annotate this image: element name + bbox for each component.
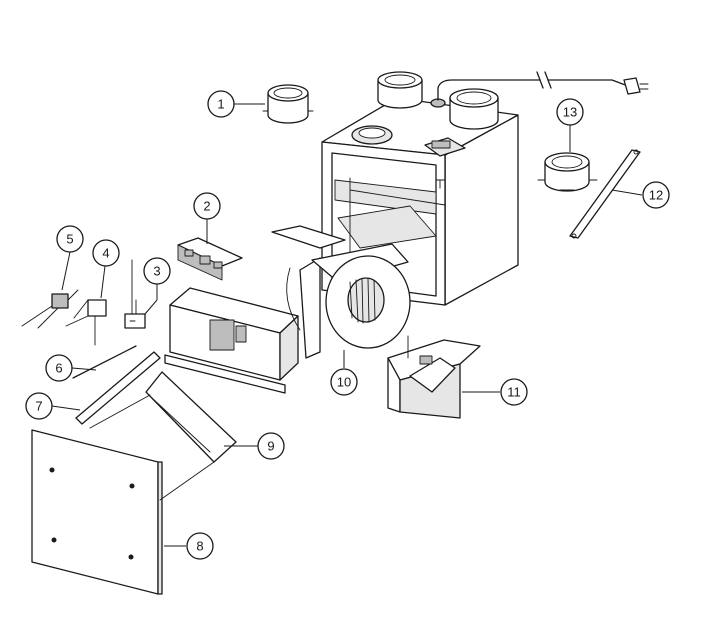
callout-6: 6 [45,354,73,382]
core-support-part-9 [89,371,237,501]
callout-11-label: 11 [507,385,521,400]
blower-part-10 [271,225,411,359]
filter-part-7 [75,351,161,425]
access-door-part-8 [31,429,163,595]
damper-assembly-part-11 [387,335,481,419]
damper-collar-part-13 [537,152,598,192]
callout-1: 1 [207,90,235,118]
callout-5: 5 [56,225,84,253]
callout-10-label: 10 [337,375,351,390]
circuit-board-part-2 [177,237,243,281]
callout-13-label: 13 [563,105,577,120]
switch-part-3 [124,259,146,329]
callout-3-label: 3 [153,264,160,279]
callout-7-label: 7 [35,399,42,414]
callout-13: 13 [556,98,584,126]
rod-part-6 [72,345,137,379]
callout-8-label: 8 [196,539,203,554]
callout-2-label: 2 [203,199,210,214]
callout-7: 7 [25,392,53,420]
callout-11: 11 [500,378,528,406]
callout-leaders [51,103,643,547]
callout-9-label: 9 [267,439,274,454]
callout-12: 12 [642,181,670,209]
damper-motor-part-4 [65,299,107,346]
main-cabinet [321,71,649,306]
callout-2: 2 [193,192,221,220]
callout-12-label: 12 [649,188,663,203]
electrical-box [164,287,299,394]
callout-5-label: 5 [66,232,73,247]
callout-3: 3 [143,257,171,285]
callout-4-label: 4 [102,246,109,261]
collar-part-1 [262,84,314,124]
callout-1-label: 1 [217,97,224,112]
callout-4: 4 [92,239,120,267]
callout-10: 10 [330,368,358,396]
mounting-strap-part-12 [569,149,641,239]
callout-8: 8 [186,532,214,560]
callout-6-label: 6 [55,361,62,376]
transformer-part-5 [21,289,79,329]
callout-9: 9 [257,432,285,460]
